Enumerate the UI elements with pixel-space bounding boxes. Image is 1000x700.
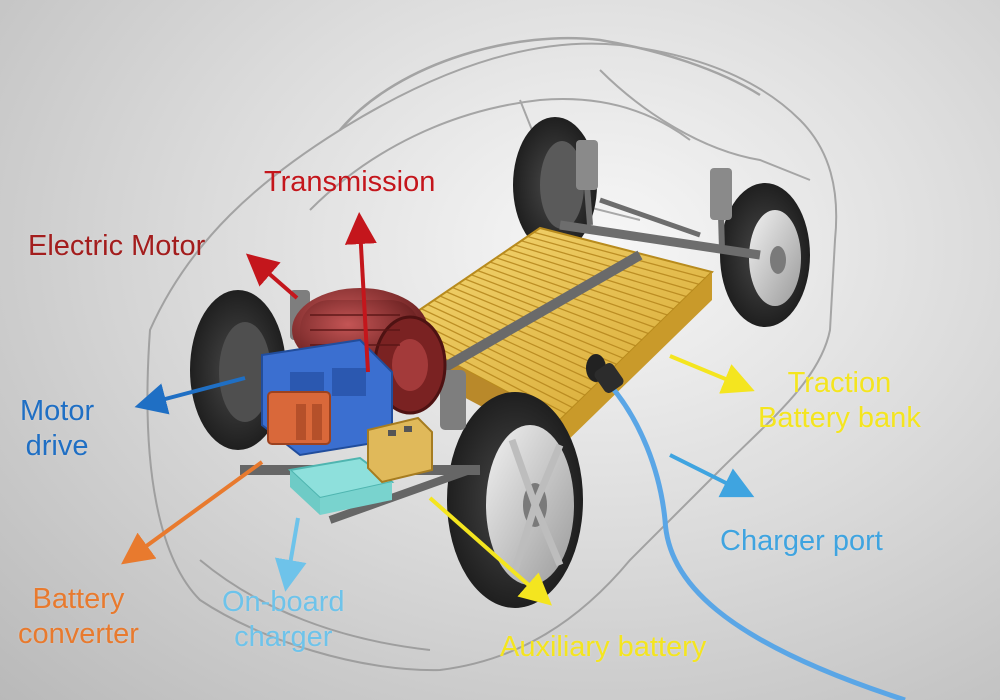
battery-cell-divider bbox=[414, 312, 586, 396]
battery-cell-divider bbox=[408, 316, 580, 403]
auxiliary-battery-unit bbox=[367, 416, 433, 484]
arrow-electric-motor bbox=[245, 253, 299, 300]
label-motor-drive: Motor drive bbox=[20, 395, 95, 463]
front-suspension bbox=[240, 290, 480, 524]
battery-converter-unit bbox=[267, 391, 331, 445]
battery-cell-divider bbox=[458, 282, 630, 353]
rear-spring-right bbox=[710, 168, 732, 220]
arrow-transmission bbox=[344, 212, 377, 373]
label-electric-motor: Electric Motor bbox=[28, 230, 206, 262]
battery-cell-divider bbox=[452, 286, 624, 359]
arrow-battery-converter bbox=[121, 460, 264, 565]
arrow-onboard-charger bbox=[274, 517, 307, 592]
battery-cell-divider bbox=[427, 303, 599, 384]
battery-cell-divider bbox=[445, 291, 618, 366]
battery-cell-divider bbox=[527, 235, 700, 285]
label-onboard-charger: On-board charger bbox=[222, 586, 345, 654]
label-charger-port: Charger port bbox=[720, 525, 883, 557]
battery-cell-divider bbox=[514, 244, 687, 298]
charger-cable bbox=[586, 354, 906, 700]
arrow-motor-drive bbox=[134, 376, 246, 415]
onboard-charger-unit bbox=[287, 456, 395, 515]
label-transmission: Transmission bbox=[264, 166, 436, 198]
arrow-auxiliary-battery bbox=[428, 496, 553, 606]
battery-cell-divider bbox=[420, 308, 592, 390]
tire-rear-right bbox=[720, 183, 810, 327]
label-battery-converter: Battery converter bbox=[18, 583, 139, 651]
battery-cell-divider bbox=[439, 295, 611, 372]
battery-cell-divider bbox=[533, 231, 706, 279]
rear-spring-left bbox=[576, 140, 598, 190]
battery-cell-divider bbox=[521, 240, 694, 292]
arrow-charger-port bbox=[669, 453, 755, 498]
battery-cell-divider bbox=[464, 278, 637, 347]
label-traction-battery: Traction Battery bank bbox=[758, 367, 921, 435]
tire-front-right bbox=[447, 392, 583, 608]
battery-cell-divider bbox=[433, 299, 605, 378]
arrow-traction-battery bbox=[669, 354, 755, 394]
label-auxiliary-battery: Auxiliary battery bbox=[500, 631, 707, 663]
